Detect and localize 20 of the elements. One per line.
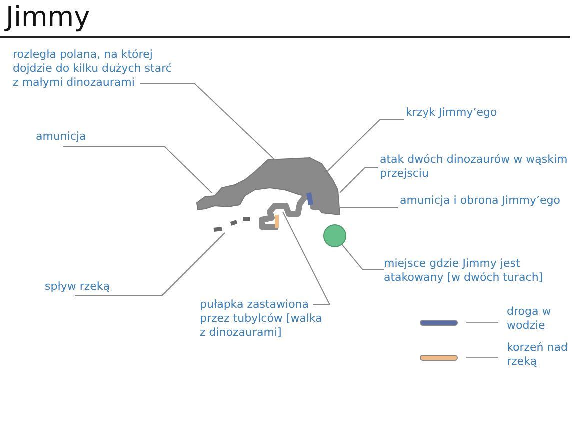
callout-text: amunicja	[36, 130, 116, 144]
callout-text: amunicja i obrona Jimmy’ego	[400, 194, 570, 208]
title: Jimmy	[6, 2, 90, 33]
leader-line	[340, 168, 378, 194]
legend-text: droga w wodzie	[507, 305, 552, 333]
leader-line	[140, 84, 276, 160]
legend-text: korzeń nad rzeką	[507, 341, 569, 369]
leader-line	[282, 212, 331, 306]
leader-line	[342, 244, 384, 270]
circle-marker	[323, 224, 347, 248]
callout-text: pułapka zastawiona przez tubylców [walka z dinozaurami]	[200, 298, 326, 340]
leader-line	[326, 120, 404, 172]
leader-line	[62, 146, 212, 194]
map-drawing	[196, 158, 340, 232]
leader-line	[74, 232, 226, 296]
callout-text: atak dwóch dinozaurów w wąskim przejsciu	[380, 153, 575, 181]
callout-text: miejsce gdzie Jimmy jest atakowany [w dwóch turach]	[384, 257, 564, 285]
callout-text: spływ rzeką	[45, 280, 135, 294]
callout-text: krzyk Jimmy’ego	[406, 106, 526, 120]
callout-text: rozległa polana, na której dojdzie do kilku dużych starć z małymi dinozaurami	[13, 48, 178, 90]
